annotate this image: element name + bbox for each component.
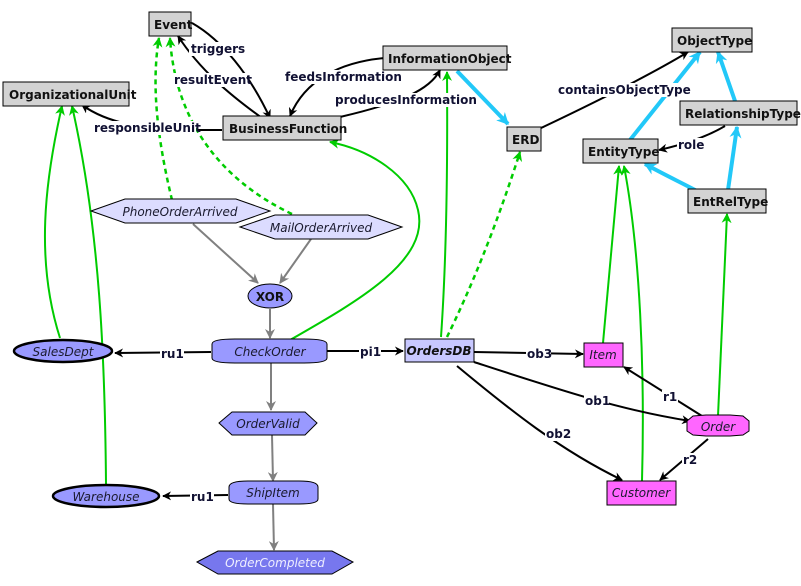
- edge-label-ru1-warehouse: ru1: [191, 490, 214, 504]
- edge-relationshiptype-objecttype[interactable]: [715, 50, 737, 102]
- edge-mail-xor[interactable]: [279, 238, 312, 284]
- edge-ordersdb-customer-ob2[interactable]: [456, 365, 623, 481]
- edge-label-triggers: triggers: [191, 42, 245, 56]
- edge-label-ob2: ob2: [546, 427, 571, 441]
- edge-customer-entitytype[interactable]: [620, 165, 644, 482]
- edge-label-r2: r2: [683, 453, 697, 467]
- edge-ordervalid-shipitem[interactable]: [267, 434, 278, 482]
- node-customer[interactable]: Customer: [606, 480, 677, 506]
- node-ordervalid[interactable]: OrderValid: [218, 411, 318, 436]
- edge-entreltype-relationshiptype[interactable]: [726, 125, 742, 191]
- edge-entreltype-entitytype[interactable]: [643, 162, 698, 193]
- node-shipitem[interactable]: ShipItem: [228, 480, 319, 505]
- node-entreltype[interactable]: EntRelType: [687, 188, 768, 214]
- node-salesdept-label: SalesDept: [33, 345, 95, 359]
- edge-label-responsibleUnit: responsibleUnit: [94, 121, 201, 135]
- node-entreltype-label: EntRelType: [693, 195, 768, 209]
- node-businessfunction-label: BusinessFunction: [229, 122, 347, 136]
- node-phoneorderarrived[interactable]: PhoneOrderArrived: [89, 198, 272, 224]
- node-erd[interactable]: ERD: [506, 126, 542, 152]
- node-salesdept[interactable]: SalesDept: [12, 338, 114, 364]
- edge-label-producesInformation: producesInformation: [335, 93, 477, 107]
- node-ordercompleted-label: OrderCompleted: [225, 556, 325, 570]
- node-warehouse-label: Warehouse: [72, 490, 139, 504]
- edge-labels-layer: triggers resultEvent feedsInformation pr…: [93, 42, 704, 504]
- node-relationshiptype[interactable]: RelationshipType: [679, 100, 801, 126]
- node-phoneorderarrived-label: PhoneOrderArrived: [123, 205, 238, 219]
- node-checkorder[interactable]: CheckOrder: [211, 338, 328, 364]
- node-order[interactable]: Order: [686, 414, 750, 437]
- node-event[interactable]: Event: [148, 11, 193, 37]
- edge-shipitem-ordercompleted[interactable]: [268, 503, 279, 551]
- edge-label-feedsInformation: feedsInformation: [285, 70, 402, 84]
- node-mailorderarrived-label: MailOrderArrived: [270, 221, 373, 235]
- node-entitytype-label: EntityType: [588, 145, 659, 159]
- edge-label-ru1-salesdept: ru1: [161, 347, 184, 361]
- edge-ordersdb-io[interactable]: [440, 71, 453, 338]
- node-relationshiptype-label: RelationshipType: [685, 107, 801, 121]
- edge-feedsInformation[interactable]: [288, 57, 386, 117]
- edge-io-erd[interactable]: [455, 69, 510, 126]
- node-checkorder-label: CheckOrder: [234, 345, 306, 359]
- edge-label-containsObjectType: containsObjectType: [558, 83, 691, 97]
- node-ordervalid-label: OrderValid: [236, 417, 300, 431]
- node-erd-label: ERD: [512, 133, 539, 147]
- edge-checkorder-businessfunction[interactable]: [289, 138, 421, 341]
- node-objecttype[interactable]: ObjectType: [671, 27, 753, 53]
- nodes-layer: Event OrganizationalUnit InformationObje…: [2, 11, 801, 575]
- node-ordersdb-label: OrdersDB: [406, 344, 471, 358]
- node-informationobject-label: InformationObject: [388, 52, 512, 66]
- edge-ordersdb-order-ob1[interactable]: [473, 361, 691, 425]
- edge-label-resultEvent: resultEvent: [174, 73, 252, 87]
- edge-mail-event[interactable]: [165, 37, 293, 216]
- node-organizationalunit[interactable]: OrganizationalUnit: [2, 81, 137, 107]
- node-objecttype-label: ObjectType: [677, 34, 752, 48]
- node-organizationalunit-label: OrganizationalUnit: [9, 88, 137, 102]
- edge-label-r1: r1: [663, 390, 677, 404]
- edge-label-role: role: [678, 138, 704, 152]
- node-businessfunction[interactable]: BusinessFunction: [222, 115, 347, 141]
- edge-label-pi1: pi1: [360, 345, 381, 359]
- node-xor[interactable]: XOR: [247, 283, 293, 309]
- node-ordercompleted[interactable]: OrderCompleted: [195, 550, 355, 575]
- node-warehouse[interactable]: Warehouse: [51, 483, 161, 509]
- edge-phone-xor[interactable]: [192, 223, 259, 284]
- node-customer-label: Customer: [612, 486, 671, 500]
- edge-label-ob1: ob1: [585, 394, 610, 408]
- edge-item-entitytype[interactable]: [602, 165, 624, 344]
- node-item-label: Item: [589, 348, 616, 362]
- edge-phone-event[interactable]: [152, 37, 174, 201]
- edge-triggers[interactable]: [191, 22, 271, 119]
- node-event-label: Event: [154, 18, 193, 32]
- node-ordersdb[interactable]: OrdersDB: [404, 338, 475, 363]
- node-mailorderarrived[interactable]: MailOrderArrived: [238, 214, 404, 240]
- node-shipitem-label: ShipItem: [246, 486, 300, 500]
- edge-label-ob3: ob3: [527, 347, 552, 361]
- node-informationobject[interactable]: InformationObject: [382, 45, 512, 71]
- node-order-label: Order: [701, 420, 736, 434]
- edge-salesdept-orgunit[interactable]: [43, 105, 65, 339]
- edge-ordersdb-erd[interactable]: [445, 151, 523, 338]
- node-xor-label: XOR: [256, 290, 284, 304]
- edge-warehouse-orgunit[interactable]: [69, 105, 107, 485]
- node-entitytype[interactable]: EntityType: [582, 138, 659, 164]
- node-item[interactable]: Item: [583, 342, 624, 368]
- edge-order-entreltype[interactable]: [717, 213, 732, 417]
